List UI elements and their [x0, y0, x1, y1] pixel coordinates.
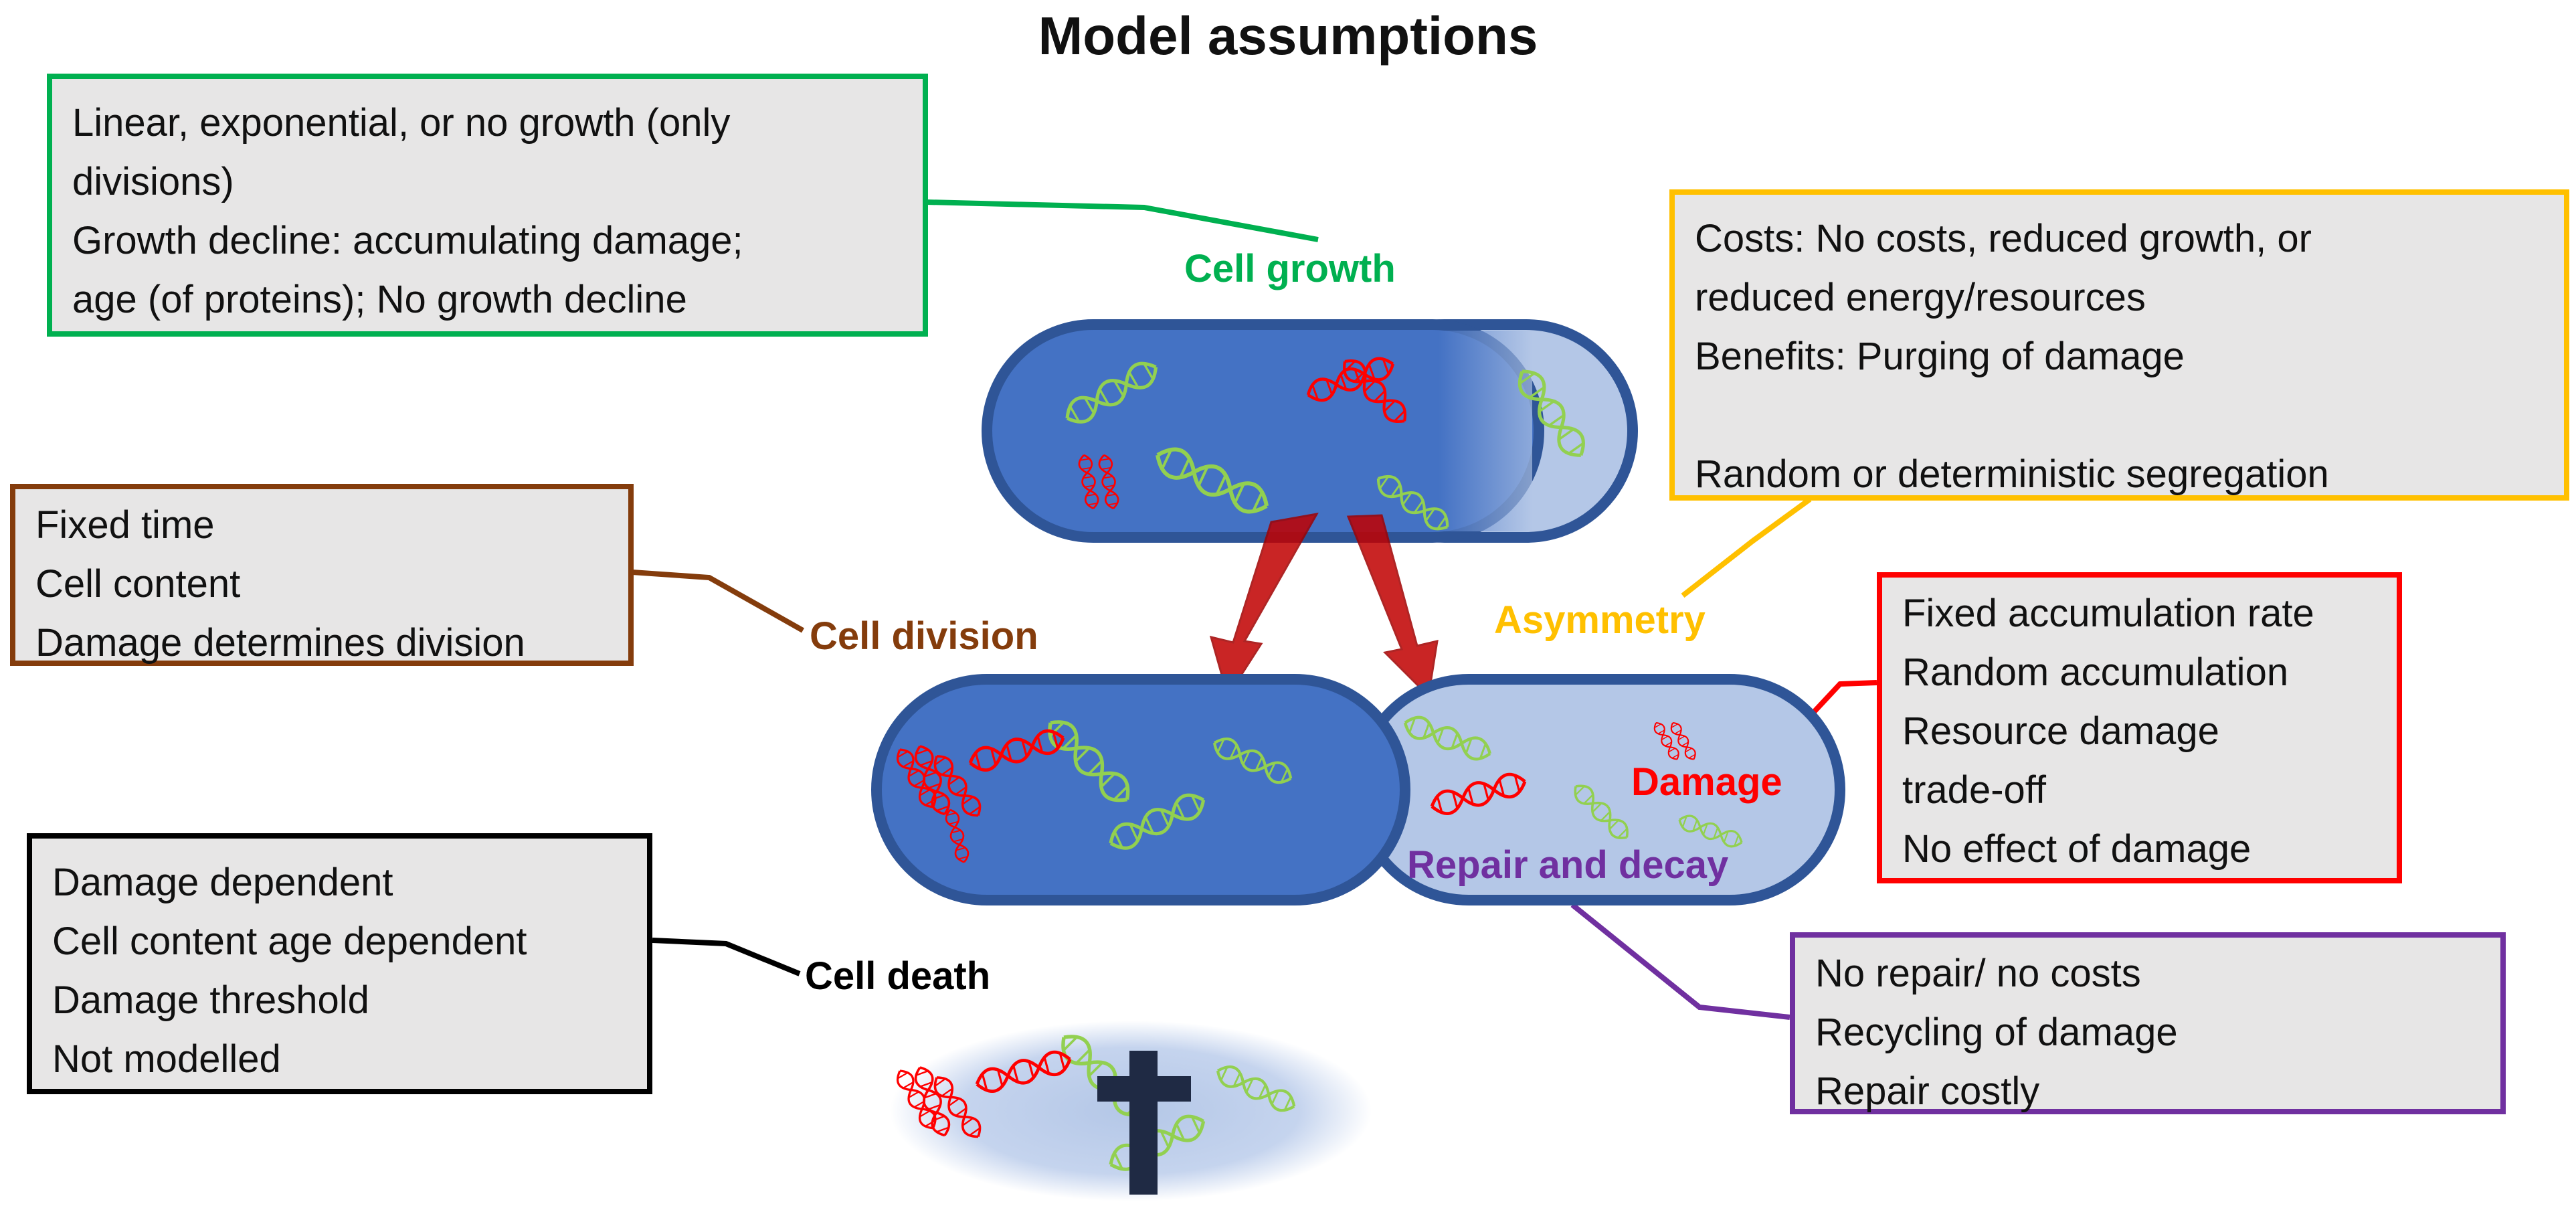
death-connector [652, 938, 801, 976]
label-damage: Damage [1631, 760, 1782, 804]
label-cell-division: Cell division [810, 614, 1038, 658]
growth-line: Linear, exponential, or no growth (only [72, 101, 731, 145]
asymmetry-line: Benefits: Purging of damage [1695, 335, 2185, 378]
cross-vertical [1129, 1051, 1158, 1195]
damage-assumptions-box: Fixed accumulation rate Random accumulat… [1877, 572, 2402, 883]
label-repair-and-decay: Repair and decay [1407, 843, 1729, 887]
repair-line: Recycling of damage [1815, 1011, 2178, 1054]
dead-cell [890, 1021, 1372, 1201]
division-connector [632, 570, 804, 633]
repair-line: Repair costly [1815, 1069, 2040, 1113]
growth-line: divisions) [72, 160, 234, 203]
death-line: Cell content age dependent [52, 920, 527, 963]
diagram-title: Model assumptions [1038, 6, 1538, 66]
damage-line: Resource damage [1902, 709, 2219, 753]
growth-assumptions-box: Linear, exponential, or no growth (only … [47, 74, 928, 337]
death-line: Damage dependent [52, 861, 393, 904]
division-arrow-right [1346, 514, 1439, 699]
repair-connector [1570, 902, 1790, 1020]
growth-line: age (of proteins); No growth decline [72, 278, 687, 321]
growth-connector [926, 199, 1319, 242]
asymmetry-connector [1681, 497, 1812, 598]
growth-line: Growth decline: accumulating damage; [72, 219, 743, 262]
damage-line: trade-off [1902, 768, 2046, 812]
death-line: Not modelled [52, 1037, 281, 1081]
division-arrow-left [1209, 512, 1319, 699]
dividing-cell [982, 319, 1638, 543]
division-line: Cell content [35, 562, 241, 606]
asymmetry-line [1695, 386, 2544, 445]
damage-line: Random accumulation [1902, 651, 2289, 694]
daughter-cells [871, 674, 1845, 905]
dividing-cell-fade [1439, 331, 1532, 531]
division-assumptions-box: Fixed time Cell content Damage determine… [10, 484, 634, 666]
damage-line: Fixed accumulation rate [1902, 592, 2314, 635]
asymmetry-line: reduced energy/resources [1695, 276, 2146, 319]
division-line: Fixed time [35, 503, 215, 547]
asymmetry-line: Costs: No costs, reduced growth, or [1695, 217, 2312, 260]
repair-assumptions-box: No repair/ no costs Recycling of damage … [1790, 932, 2506, 1114]
label-cell-death: Cell death [805, 954, 991, 998]
death-line: Damage threshold [52, 978, 369, 1022]
label-cell-growth: Cell growth [1184, 247, 1396, 290]
damage-line: No effect of damage [1902, 827, 2251, 871]
repair-line: No repair/ no costs [1815, 952, 2141, 995]
old-daughter-cell [871, 674, 1410, 905]
asymmetry-line: Random or deterministic segregation [1695, 452, 2329, 496]
death-assumptions-box: Damage dependent Cell content age depend… [27, 833, 652, 1094]
cross-horizontal [1097, 1076, 1191, 1102]
asymmetry-assumptions-box: Costs: No costs, reduced growth, or redu… [1669, 189, 2569, 501]
division-line: Damage determines division [35, 621, 525, 665]
label-asymmetry: Asymmetry [1494, 598, 1706, 642]
